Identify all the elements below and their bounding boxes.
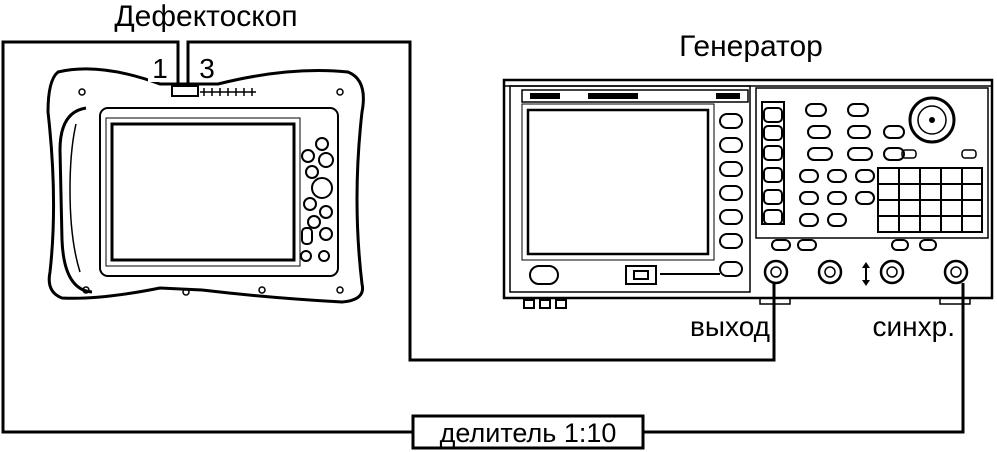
detector-screws bbox=[78, 88, 344, 296]
detector-screen bbox=[110, 122, 296, 262]
generator-keypad bbox=[877, 167, 983, 233]
wire-port3-to-output bbox=[186, 40, 776, 362]
wires bbox=[1, 40, 965, 434]
divider-box bbox=[411, 414, 645, 450]
detector-body bbox=[46, 67, 365, 304]
detector-top-connector bbox=[171, 85, 199, 97]
generator-soft-keys bbox=[719, 113, 743, 277]
generator-arrows-icon bbox=[862, 262, 870, 286]
flaw-detector-label: Дефектоскоп bbox=[114, 0, 297, 33]
generator-channel-keys bbox=[771, 239, 937, 251]
generator-device bbox=[502, 78, 994, 309]
generator-bnc-output bbox=[763, 259, 789, 285]
port-1-box bbox=[148, 50, 174, 82]
wire-divider-to-sync bbox=[643, 283, 965, 434]
flaw-detector-device bbox=[46, 67, 365, 304]
generator-feet bbox=[759, 297, 971, 305]
port-3-box bbox=[194, 50, 220, 82]
output-label: выход bbox=[690, 311, 770, 342]
divider-label: делитель 1:10 bbox=[440, 418, 617, 448]
generator-screen-bezel bbox=[521, 103, 715, 261]
generator-bnc-sync bbox=[943, 259, 969, 285]
detector-left-handle bbox=[58, 106, 93, 294]
detector-buttons bbox=[300, 137, 334, 262]
generator-knob bbox=[901, 96, 977, 159]
generator-label: Генератор bbox=[679, 30, 823, 63]
generator-title-marks bbox=[530, 93, 740, 99]
generator-bnc-2 bbox=[817, 259, 843, 285]
detector-top-grip bbox=[200, 88, 256, 96]
generator-screen bbox=[526, 108, 710, 256]
port-1-label: 1 bbox=[152, 53, 168, 84]
generator-title-strip bbox=[521, 89, 749, 103]
sync-label: синхр. bbox=[873, 311, 955, 342]
generator-display-panel bbox=[509, 85, 751, 293]
generator-menu-keys bbox=[799, 103, 905, 227]
detector-inner-frame bbox=[99, 107, 339, 277]
detector-handle-inner bbox=[69, 123, 81, 273]
wire-port1-to-divider bbox=[1, 40, 413, 434]
detector-screen-bezel bbox=[105, 117, 301, 267]
port-3-label: 3 bbox=[199, 53, 215, 84]
generator-bnc-3 bbox=[879, 259, 905, 285]
generator-case bbox=[502, 78, 994, 300]
generator-function-keys bbox=[761, 101, 785, 225]
generator-bottom-left bbox=[506, 265, 720, 309]
generator-control-panel bbox=[755, 87, 989, 239]
